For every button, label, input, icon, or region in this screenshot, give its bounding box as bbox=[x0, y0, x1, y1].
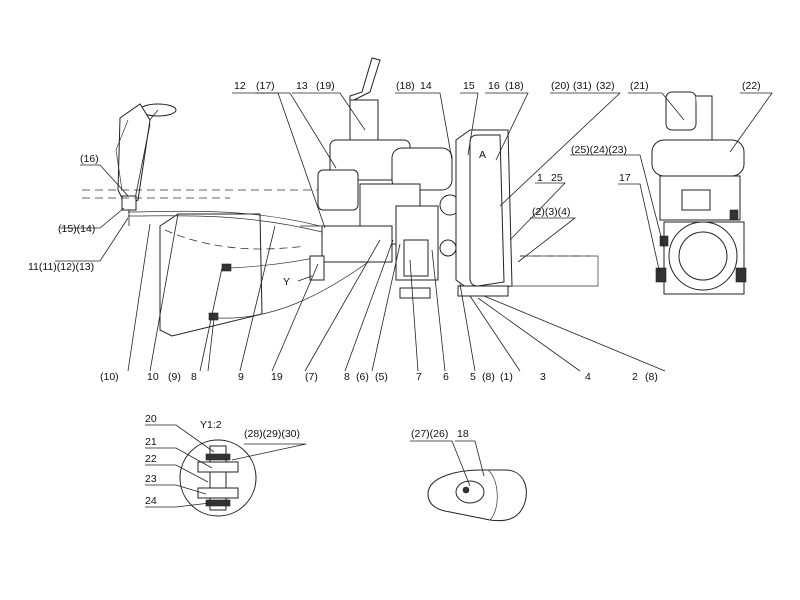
callout-label: (27)(26) bbox=[411, 428, 448, 440]
detail-y-view bbox=[145, 424, 307, 517]
callout-label: 7 bbox=[416, 371, 422, 383]
callout-label: (7) bbox=[305, 371, 318, 383]
fuel-line bbox=[217, 245, 391, 319]
callout-label: 21 bbox=[145, 436, 157, 448]
callout-label: (21) bbox=[630, 80, 649, 92]
engine-front-view bbox=[570, 91, 773, 295]
callout-label: (6) bbox=[356, 371, 369, 383]
callout-label: 19 bbox=[271, 371, 283, 383]
callout-label: (10) bbox=[100, 371, 119, 383]
control-cable bbox=[127, 210, 321, 227]
callout-label: 10 bbox=[147, 371, 159, 383]
callout-label: 25 bbox=[551, 172, 563, 184]
callout-label: 8 bbox=[344, 371, 350, 383]
callout-label: 6 bbox=[443, 371, 449, 383]
detail-pulley-view bbox=[410, 440, 527, 522]
callout-label: (31) bbox=[573, 80, 592, 92]
callout-label: (22) bbox=[742, 80, 761, 92]
callout-label: (19) bbox=[316, 80, 335, 92]
callout-label: 15 bbox=[463, 80, 475, 92]
callout-label: (8) bbox=[482, 371, 495, 383]
callout-label: Y1:2 bbox=[200, 419, 222, 431]
helm-assembly bbox=[115, 103, 177, 226]
callout-label: 12 bbox=[234, 80, 246, 92]
callout-label: Y bbox=[283, 276, 290, 288]
transmission-housing bbox=[455, 129, 599, 297]
callout-label: 18 bbox=[457, 428, 469, 440]
callout-labels: 12 (17) 13 (19) (18) 14 15 16 (18) (20) … bbox=[28, 80, 761, 507]
callout-label: (32) bbox=[596, 80, 615, 92]
callout-label: 17 bbox=[619, 172, 631, 184]
callout-label: 2 bbox=[632, 371, 638, 383]
callout-label: 20 bbox=[145, 413, 157, 425]
callout-label: 22 bbox=[145, 453, 157, 465]
callout-label: 13 bbox=[296, 80, 308, 92]
leader-lines bbox=[55, 92, 666, 372]
callout-label: (9) bbox=[168, 371, 181, 383]
callout-label: 14 bbox=[420, 80, 432, 92]
callout-label: 5 bbox=[470, 371, 476, 383]
callout-label: 9 bbox=[238, 371, 244, 383]
callout-label: (18) bbox=[505, 80, 524, 92]
callout-label: (5) bbox=[375, 371, 388, 383]
engine-block bbox=[300, 57, 461, 299]
callout-label: A bbox=[479, 149, 486, 161]
callout-label: (17) bbox=[256, 80, 275, 92]
callout-label: (2)(3)(4) bbox=[532, 206, 571, 218]
callout-label: 4 bbox=[585, 371, 591, 383]
callout-label: 16 bbox=[488, 80, 500, 92]
callout-label: 24 bbox=[145, 495, 157, 507]
callout-label: (8) bbox=[645, 371, 658, 383]
callout-label: (20) bbox=[551, 80, 570, 92]
callout-label: (18) bbox=[396, 80, 415, 92]
callout-label: 8 bbox=[191, 371, 197, 383]
callout-label: 11(11)(12)(13) bbox=[28, 261, 94, 273]
callout-label: (15)(14) bbox=[58, 223, 95, 235]
callout-label: (25)(24)(23) bbox=[571, 144, 627, 156]
callout-label: 1 bbox=[537, 172, 543, 184]
callout-label: (1) bbox=[500, 371, 513, 383]
callout-label: 23 bbox=[145, 473, 157, 485]
callout-label: (28)(29)(30) bbox=[244, 428, 300, 440]
callout-label: (16) bbox=[80, 153, 99, 165]
callout-label: 3 bbox=[540, 371, 546, 383]
main-engine-side-view bbox=[55, 57, 666, 372]
